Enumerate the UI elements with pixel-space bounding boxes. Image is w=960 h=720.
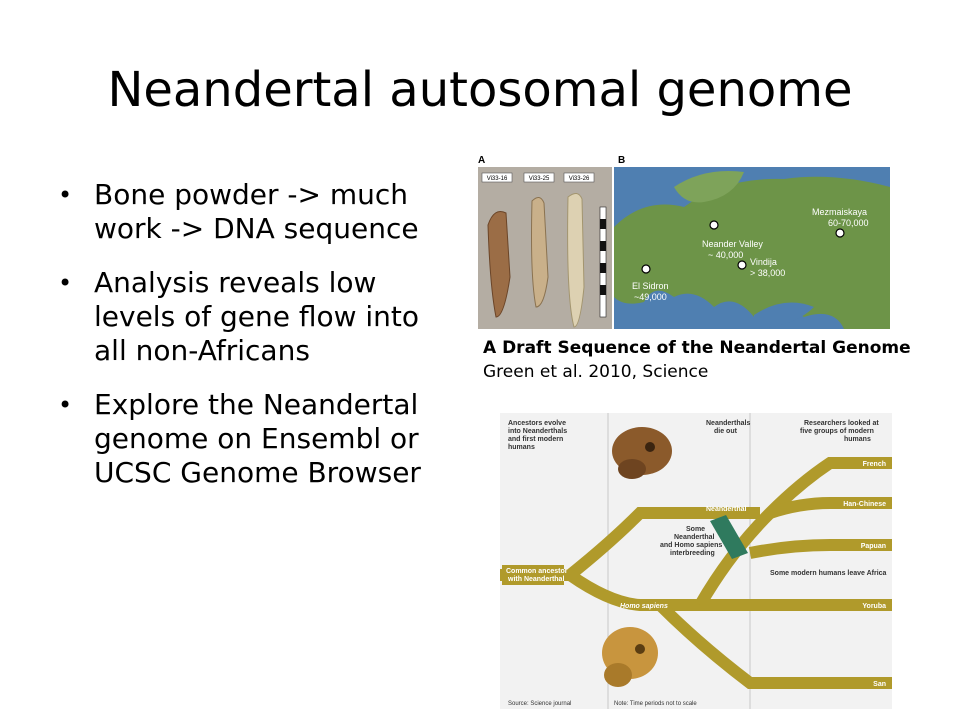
bone-label: Vi33-16	[487, 176, 508, 182]
bone-fragments-illustration: Vi33-16 Vi33-25 Vi33-26	[478, 167, 612, 329]
neandertal-sites-figure: A B Vi33-16 Vi33-25 Vi33-26	[478, 155, 890, 330]
neanderthal-label: Neanderthal	[706, 506, 747, 513]
bullet-text: Bone powder -> much work -> DNA sequence	[94, 178, 419, 245]
panel-a-label: A	[478, 155, 486, 166]
europe-map-illustration: Neander Valley ~ 40,000 Mezmaiskaya 60-7…	[614, 167, 890, 329]
caption-reference: Green et al. 2010, Science	[483, 362, 709, 382]
group-label: Han-Chinese	[843, 501, 886, 508]
group-label: Yoruba	[862, 603, 886, 610]
leave-africa-label: Some modern humans leave Africa	[770, 570, 887, 577]
europe-map: Neander Valley ~ 40,000 Mezmaiskaya 60-7…	[614, 167, 890, 329]
site-age: ~ 40,000	[708, 250, 743, 260]
site-name: El Sidron	[632, 281, 669, 291]
group-label: San	[873, 681, 886, 688]
site-name: Neander Valley	[702, 239, 763, 249]
slide-title: Neandertal autosomal genome	[107, 62, 853, 118]
bullet-dot-icon: •	[58, 391, 73, 419]
bullet-list: • Bone powder -> much work -> DNA sequenc…	[58, 178, 458, 510]
group-label: Papuan	[861, 543, 886, 550]
bullet-item: • Explore the Neandertal genome on Ensemb…	[58, 388, 458, 490]
bone-label: Vi33-26	[569, 176, 590, 182]
site-age: 60-70,000	[828, 218, 869, 228]
bullet-text: Explore the Neandertal genome on Ensembl…	[94, 388, 421, 489]
figure-caption: A Draft Sequence of the Neandertal Genom…	[483, 336, 943, 384]
scale-note: Note: Time periods not to scale	[614, 701, 697, 707]
site-name: Vindija	[750, 257, 777, 267]
source-note: Source: Science journal	[508, 701, 571, 707]
bullet-dot-icon: •	[58, 269, 73, 297]
site-age: > 38,000	[750, 268, 785, 278]
caption-title: A Draft Sequence of the Neandertal Genom…	[483, 338, 911, 358]
site-age: ~49,000	[634, 292, 667, 302]
bullet-dot-icon: •	[58, 181, 73, 209]
homo-sapiens-label: Homo sapiens	[620, 603, 668, 610]
bone-label: Vi33-25	[529, 176, 550, 182]
group-label: French	[863, 461, 886, 468]
bone-fragments-photo: Vi33-16 Vi33-25 Vi33-26	[478, 167, 612, 329]
panel-b-label: B	[618, 155, 626, 166]
bullet-text: Analysis reveals low levels of gene flow…	[94, 266, 420, 367]
bullet-item: • Analysis reveals low levels of gene flo…	[58, 266, 458, 368]
bullet-item: • Bone powder -> much work -> DNA sequenc…	[58, 178, 458, 246]
site-name: Mezmaiskaya	[812, 207, 867, 217]
